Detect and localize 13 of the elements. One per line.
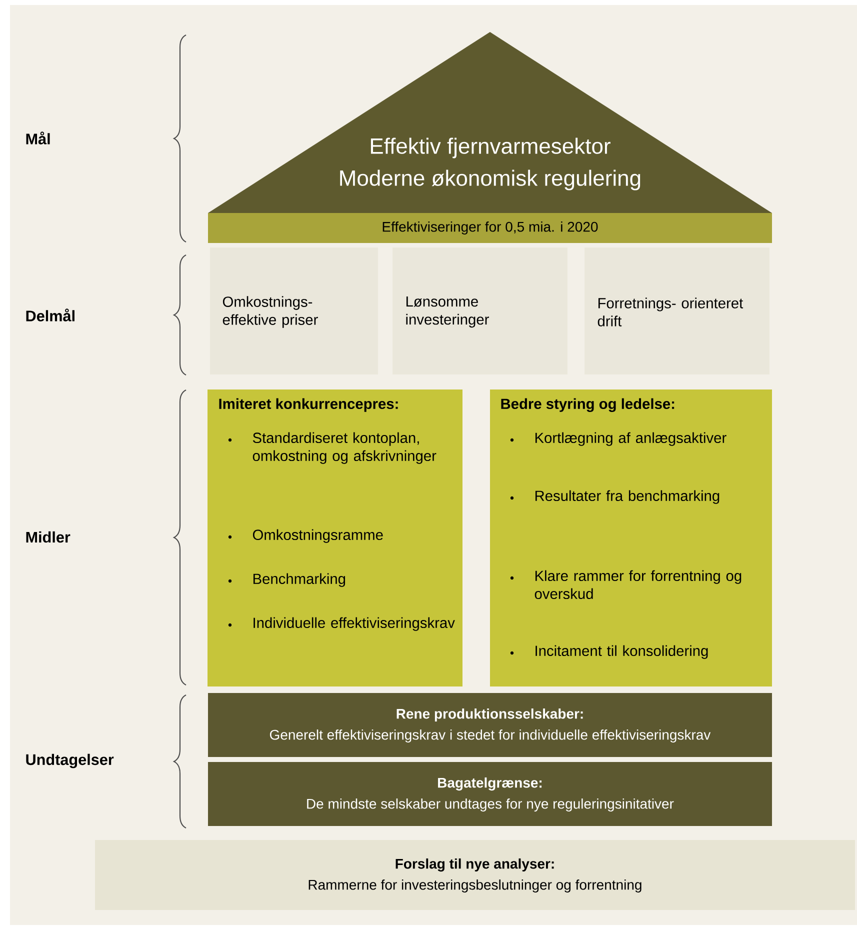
exception-box: Bagatelgrænse: De mindste selskaber undtages for nye reguleringsinitativer [208, 762, 772, 826]
note-box: Forslag til nye analyser: Rammerne for investeringsbeslutninger og forrentning [95, 840, 855, 910]
row-label: Undtagelser [26, 754, 114, 768]
row-label: Mål [26, 132, 50, 144]
pillar-box: Lønsomme investeringer [392, 248, 568, 374]
pillar-box: Forretnings- orienteret drift [584, 248, 770, 374]
row-label: Midler [26, 531, 70, 543]
pillar-box: Omkostnings- effektive priser [210, 248, 378, 374]
goal-band: Effektiviseringer for 0,5 mia. i 2020 [208, 213, 772, 243]
measures-box: Imiteret konkurrencepres: Standardiseret kontoplan, omkostning og afskrivninger Omkostningsramme Benchmarking Individuelle effektiviseringskrav [208, 390, 462, 686]
measures-box: Bedre styring og ledelse: Kortlægning af anlægsaktiver Resultater fra benchmarking Klare rammer for forrentning og overskud Incitament til konsolidering [490, 390, 772, 686]
row-label: Delmål [26, 308, 74, 322]
exception-box: Rene produktionsselskaber: Generelt effektiviseringskrav i stedet for individuelle effektiviseringskrav [208, 693, 772, 757]
